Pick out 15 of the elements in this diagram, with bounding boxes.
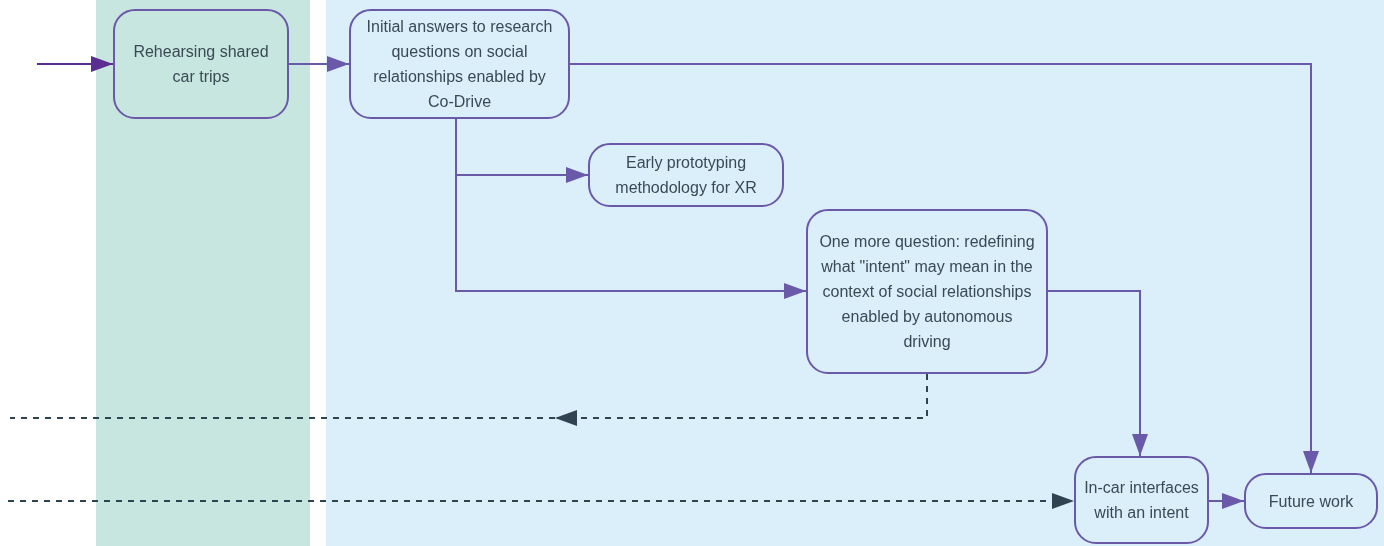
dashed-arrow [7,493,1075,509]
arrow [1208,493,1245,509]
arrow [569,63,1319,474]
arrow [1047,290,1148,457]
process-box: In-car interfaces with an intent [1074,456,1209,544]
process-box: Initial answers to research questions on social relationships enabled by Co-Drive [349,9,570,119]
arrow [288,56,350,72]
process-box: Rehearsing shared car trips [113,9,289,119]
background-band [96,0,310,546]
dashed-arrow [554,373,928,426]
process-box: Early prototyping methodology for XR [588,143,784,207]
process-box: One more question: redefining what "intent" may mean in the context of social relationships enabled by autonomous driving [806,209,1048,374]
process-box: Future work [1244,473,1378,529]
arrow [455,118,807,299]
arrow [36,56,114,72]
